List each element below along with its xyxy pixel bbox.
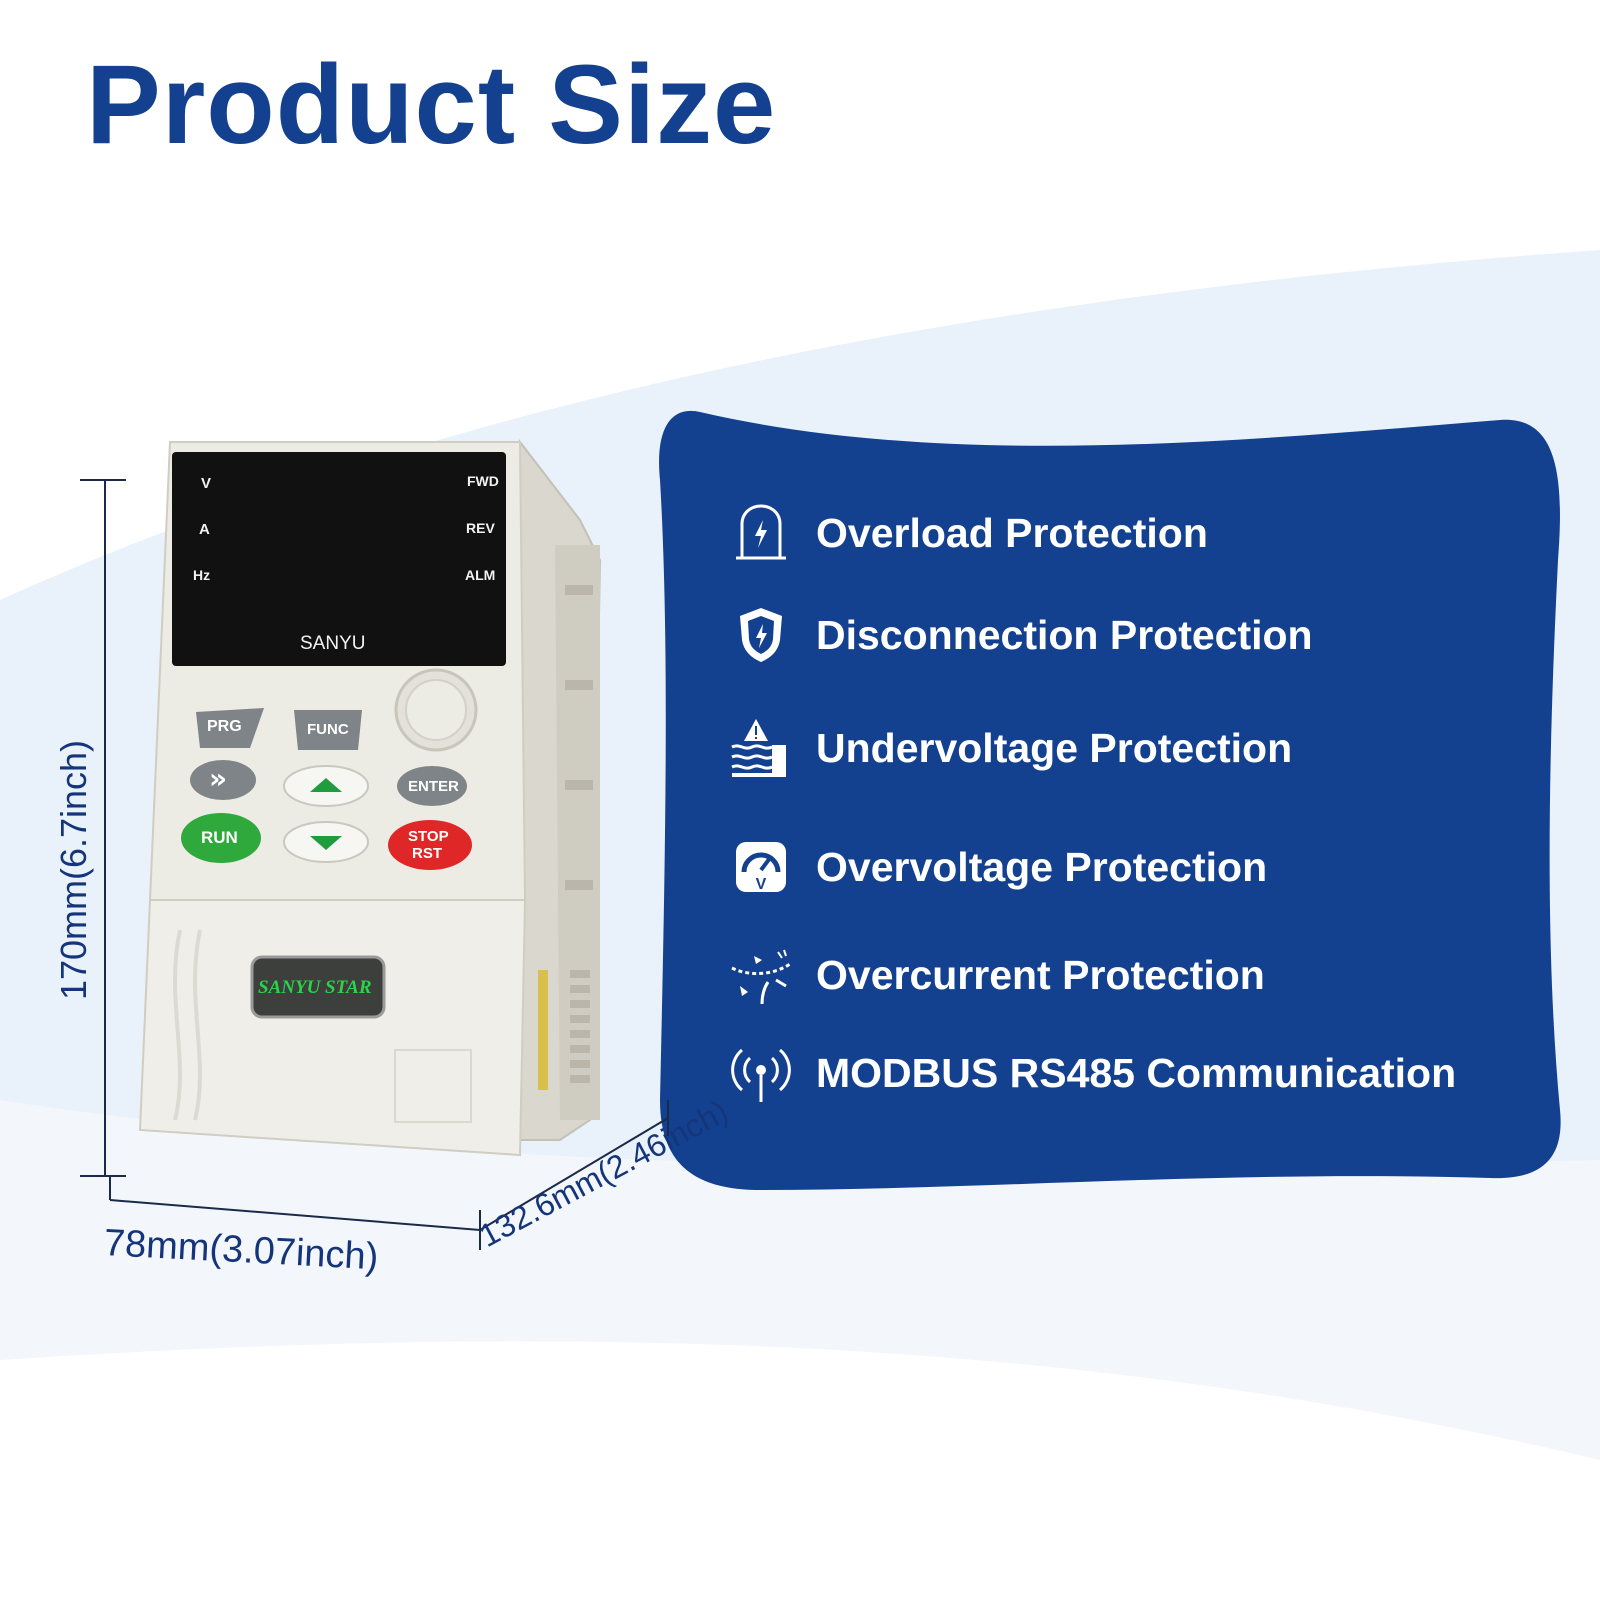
feature-label: Overcurrent Protection <box>816 951 1265 998</box>
brand-badge: SANYU STAR <box>258 977 372 998</box>
shield-bolt-icon <box>728 602 794 668</box>
feature-label: Disconnection Protection <box>816 611 1313 658</box>
stop-button-shape <box>388 820 472 870</box>
display-label-alm: ALM <box>465 567 496 583</box>
feature-item: V Overvoltage Protection <box>728 832 1267 902</box>
antenna-signal-icon <box>728 1040 794 1106</box>
svg-text:V: V <box>756 876 767 893</box>
feature-label: Overload Protection <box>816 509 1208 556</box>
warning-waves-icon <box>728 715 794 781</box>
feature-item: Overcurrent Protection <box>728 940 1265 1010</box>
page-title: Product Size <box>86 42 777 167</box>
display-label-v: V <box>201 475 212 492</box>
func-button-shape <box>294 710 362 750</box>
display-label-fwd: FWD <box>467 473 499 489</box>
stop-button-line2[interactable]: RST <box>412 845 442 862</box>
run-button[interactable]: RUN <box>201 828 238 847</box>
overload-icon <box>728 500 794 566</box>
feature-item: Disconnection Protection <box>728 600 1313 670</box>
feature-label: Overvoltage Protection <box>816 843 1268 890</box>
shift-button-shape <box>190 760 256 800</box>
feature-label: MODBUS RS485 Communication <box>816 1049 1457 1096</box>
feature-label: Undervoltage Protection <box>816 724 1293 771</box>
feature-item: Undervoltage Protection <box>728 713 1292 783</box>
stop-button-line1[interactable]: STOP <box>408 828 449 845</box>
prg-button[interactable]: PRG <box>207 718 242 735</box>
display-label-hz: Hz <box>193 567 211 583</box>
display-label-rev: REV <box>466 520 495 536</box>
feature-item: MODBUS RS485 Communication <box>728 1038 1456 1108</box>
voltage-gauge-icon: V <box>728 834 794 900</box>
current-burst-icon <box>728 942 794 1008</box>
height-dimension: 170mm(6.7inch) <box>53 739 94 1001</box>
feature-list: Overload Protection Disconnection Protec… <box>728 470 1548 1110</box>
feature-item: Overload Protection <box>728 498 1208 568</box>
enter-button[interactable]: ENTER <box>408 778 459 795</box>
display-brand: SANYU <box>300 633 366 654</box>
prg-button-shape <box>196 708 264 748</box>
enter-button-shape <box>397 766 467 806</box>
display-label-a: A <box>199 521 210 538</box>
run-button-shape <box>181 813 261 863</box>
func-button[interactable]: FUNC <box>307 721 349 738</box>
shift-button[interactable]: » <box>209 762 228 795</box>
feature-panel <box>659 410 1561 1190</box>
